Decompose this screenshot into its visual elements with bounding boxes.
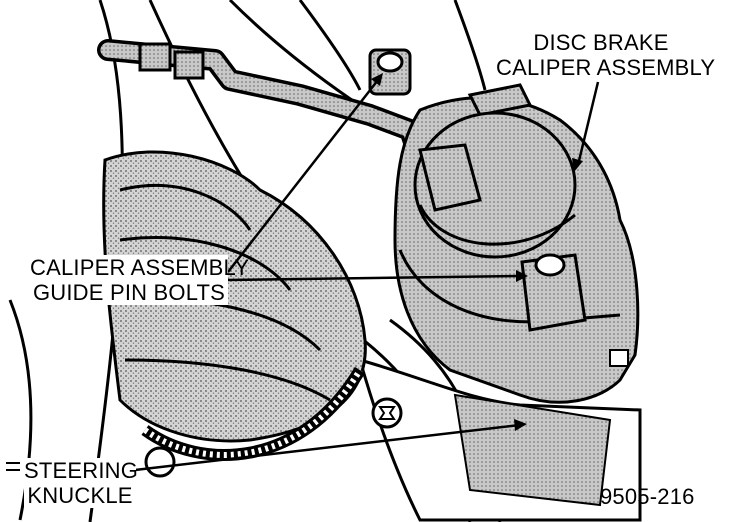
steering-knuckle-label-line2: KNUCKLE bbox=[27, 483, 133, 508]
figure-number: 9505-216 bbox=[600, 484, 695, 509]
guide-pin-bolts-label: CALIPER ASSEMBLY GUIDE PIN BOLTS bbox=[30, 255, 250, 305]
guide-pin-bolts-label-line1: CALIPER ASSEMBLY bbox=[30, 255, 250, 280]
guide-pin-bolts-label-line2: GUIDE PIN BOLTS bbox=[32, 280, 226, 305]
cv-boot bbox=[102, 150, 367, 443]
arrowhead-upper-bolt bbox=[371, 73, 383, 86]
leader-caliper bbox=[576, 81, 600, 166]
steering-knuckle-label-line1: STEERING bbox=[24, 458, 139, 483]
caliper-assembly-label: DISC BRAKE CALIPER ASSEMBLY bbox=[496, 30, 716, 80]
fitting-bolt bbox=[418, 143, 482, 212]
leader-lower-bolt bbox=[227, 274, 522, 282]
caliper-assembly-label-line2: CALIPER ASSEMBLY bbox=[496, 55, 716, 80]
arrowhead-caliper bbox=[572, 158, 583, 172]
steering-knuckle-body bbox=[357, 357, 642, 522]
leader-upper-bolt bbox=[227, 79, 379, 273]
guide-pin-bolt-upper bbox=[368, 48, 412, 96]
leader-knuckle bbox=[134, 423, 521, 472]
leader-lines bbox=[134, 73, 600, 472]
margin-marks bbox=[6, 462, 20, 471]
caliper-assembly-label-line1: DISC BRAKE bbox=[533, 30, 669, 55]
arrowhead-knuckle bbox=[514, 419, 527, 431]
guide-pin-bolt-lower bbox=[520, 253, 587, 332]
caliper-assembly bbox=[393, 83, 640, 404]
arrowhead-lower-bolt bbox=[516, 270, 528, 282]
tone-wheel bbox=[141, 366, 366, 478]
steering-knuckle-label: STEERING KNUCKLE bbox=[24, 458, 139, 508]
